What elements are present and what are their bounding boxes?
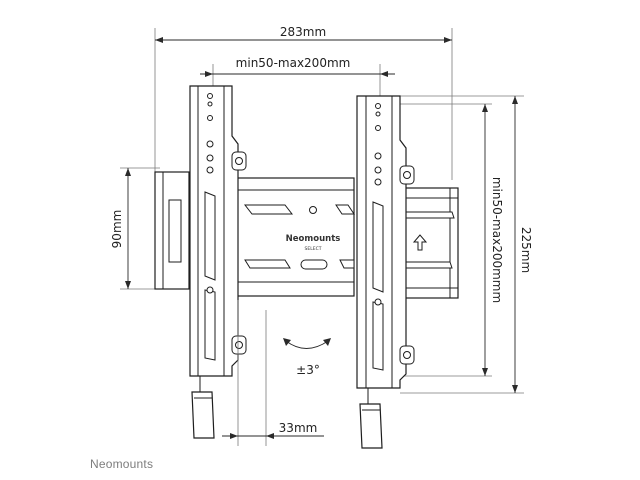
tilt-label: ±3° xyxy=(296,363,320,377)
wall-distance-label: 33mm xyxy=(279,421,318,435)
tilt-indicator: ±3° xyxy=(283,338,331,377)
bracket-height-dimension: 90mm xyxy=(110,167,160,290)
plate-brand: Neomounts xyxy=(286,234,341,244)
vesa-vertical-dimension: min50-max200mmm xyxy=(396,103,504,377)
bracket-height-label: 90mm xyxy=(110,210,124,249)
wall-plate xyxy=(154,171,459,299)
plate-brand-sub: SELECT xyxy=(305,246,322,252)
vesa-horizontal-label: min50-max200mm xyxy=(236,56,351,70)
right-bracket-arm xyxy=(356,95,415,389)
overall-height-dimension: 225mm xyxy=(400,95,533,394)
overall-height-label: 225mm xyxy=(519,227,533,273)
wall-distance-dimension: 33mm xyxy=(222,300,324,446)
vesa-vertical-label: min50-max200mmm xyxy=(490,177,504,303)
footer-brand: Neomounts xyxy=(90,457,154,471)
right-safety-lock xyxy=(359,388,383,449)
overall-width-dimension: 283mm xyxy=(154,25,453,180)
vesa-horizontal-dimension: min50-max200mm xyxy=(200,56,395,96)
overall-width-label: 283mm xyxy=(280,25,326,39)
left-safety-lock xyxy=(191,376,215,439)
